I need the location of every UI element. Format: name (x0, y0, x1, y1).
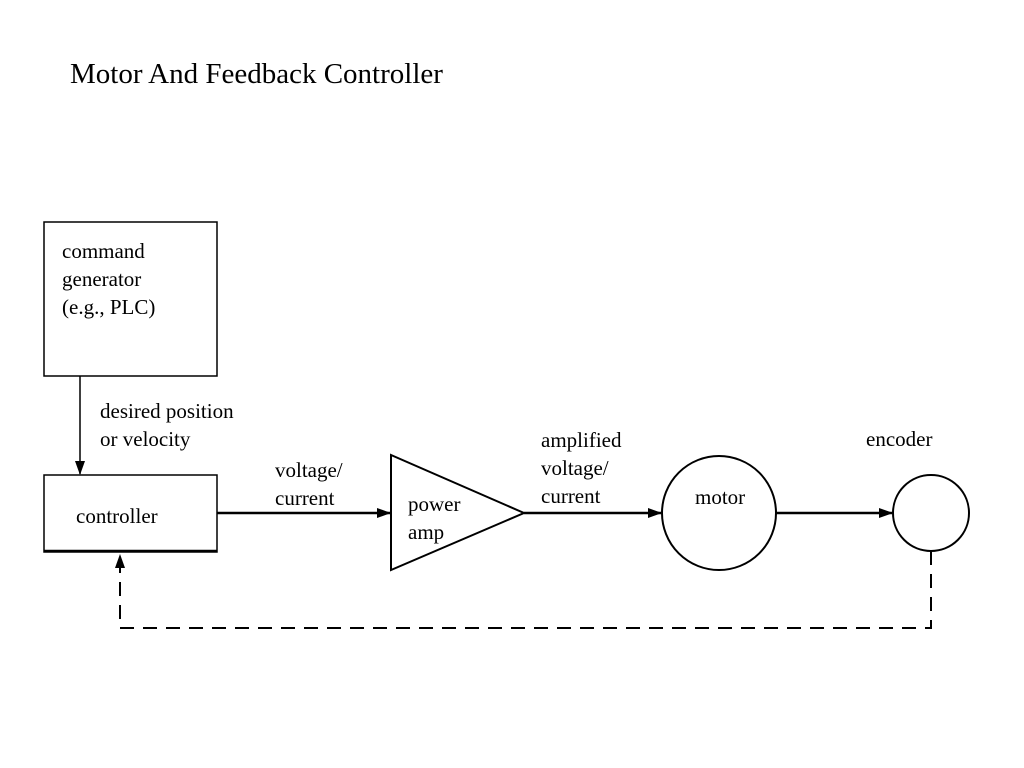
desired-position-label: desired position or velocity (100, 399, 234, 451)
feedback-path (115, 551, 932, 629)
encoder-block (892, 474, 970, 552)
power-amp-label: power amp (408, 492, 461, 544)
encoder-label: encoder (866, 427, 933, 451)
command-generator-label: command generator (e.g., PLC) (62, 239, 156, 319)
motor-label: motor (695, 485, 746, 509)
controller-label: controller (76, 504, 158, 528)
amplified-voltage-label: amplified voltage/ current (541, 428, 622, 508)
power-amp-block (390, 453, 527, 572)
command-generator-block (43, 221, 218, 377)
page-title: Motor And Feedback Controller (70, 58, 443, 90)
voltage-current-label: voltage/ current (275, 458, 343, 510)
motor-block (661, 455, 777, 571)
